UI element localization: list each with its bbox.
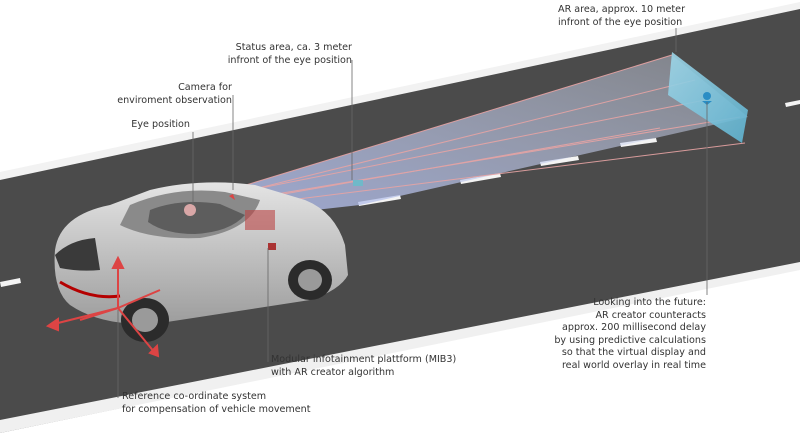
label-future-line1: Looking into the future: — [593, 297, 706, 308]
label-future-line4: by using predictive calculations — [554, 334, 706, 346]
label-mib3-line1: Modular infotainment plattform (MIB3) — [271, 354, 457, 365]
car — [54, 182, 349, 342]
projection-beam — [209, 54, 748, 215]
label-future-line5: so that the virtual display and — [561, 347, 706, 358]
label-eye-position-line1: Eye position — [131, 119, 190, 130]
status-area-marker — [353, 180, 363, 186]
label-status-area: Status area, ca. 3 meter infront of the … — [228, 42, 352, 67]
label-eye-position: Eye position — [131, 119, 190, 132]
label-ar-area-line2: infront of the eye position — [558, 16, 683, 28]
label-reference: Reference co-ordinate system for compens… — [122, 391, 311, 416]
label-status-area-line2: infront of the eye position — [227, 54, 352, 66]
label-future-line2: AR creator counteracts — [595, 309, 706, 321]
label-reference-line2: for compensation of vehicle movement — [122, 403, 311, 415]
label-camera-line1: Camera for — [178, 82, 232, 93]
label-camera-line2: enviroment observation — [117, 94, 232, 106]
reference-coordinate-arrows — [45, 255, 161, 358]
label-reference-line1: Reference co-ordinate system — [122, 391, 267, 402]
label-ar-area-line1: AR area, approx. 10 meter — [558, 4, 686, 15]
label-mib3: Modular infotainment plattform (MIB3) wi… — [271, 354, 456, 379]
label-mib3-line2: with AR creator algorithm — [271, 366, 395, 378]
label-camera: Camera for enviroment observation — [117, 82, 232, 107]
label-status-area-line1: Status area, ca. 3 meter — [235, 42, 352, 53]
leader-lines — [117, 28, 708, 398]
label-ar-area: AR area, approx. 10 meter infront of the… — [558, 4, 685, 29]
label-future-line3: approx. 200 millisecond delay — [562, 322, 706, 333]
label-future-line6: real world overlay in real time — [561, 359, 706, 371]
label-future: Looking into the future: AR creator coun… — [554, 297, 706, 372]
ar-area-panel — [668, 52, 748, 143]
